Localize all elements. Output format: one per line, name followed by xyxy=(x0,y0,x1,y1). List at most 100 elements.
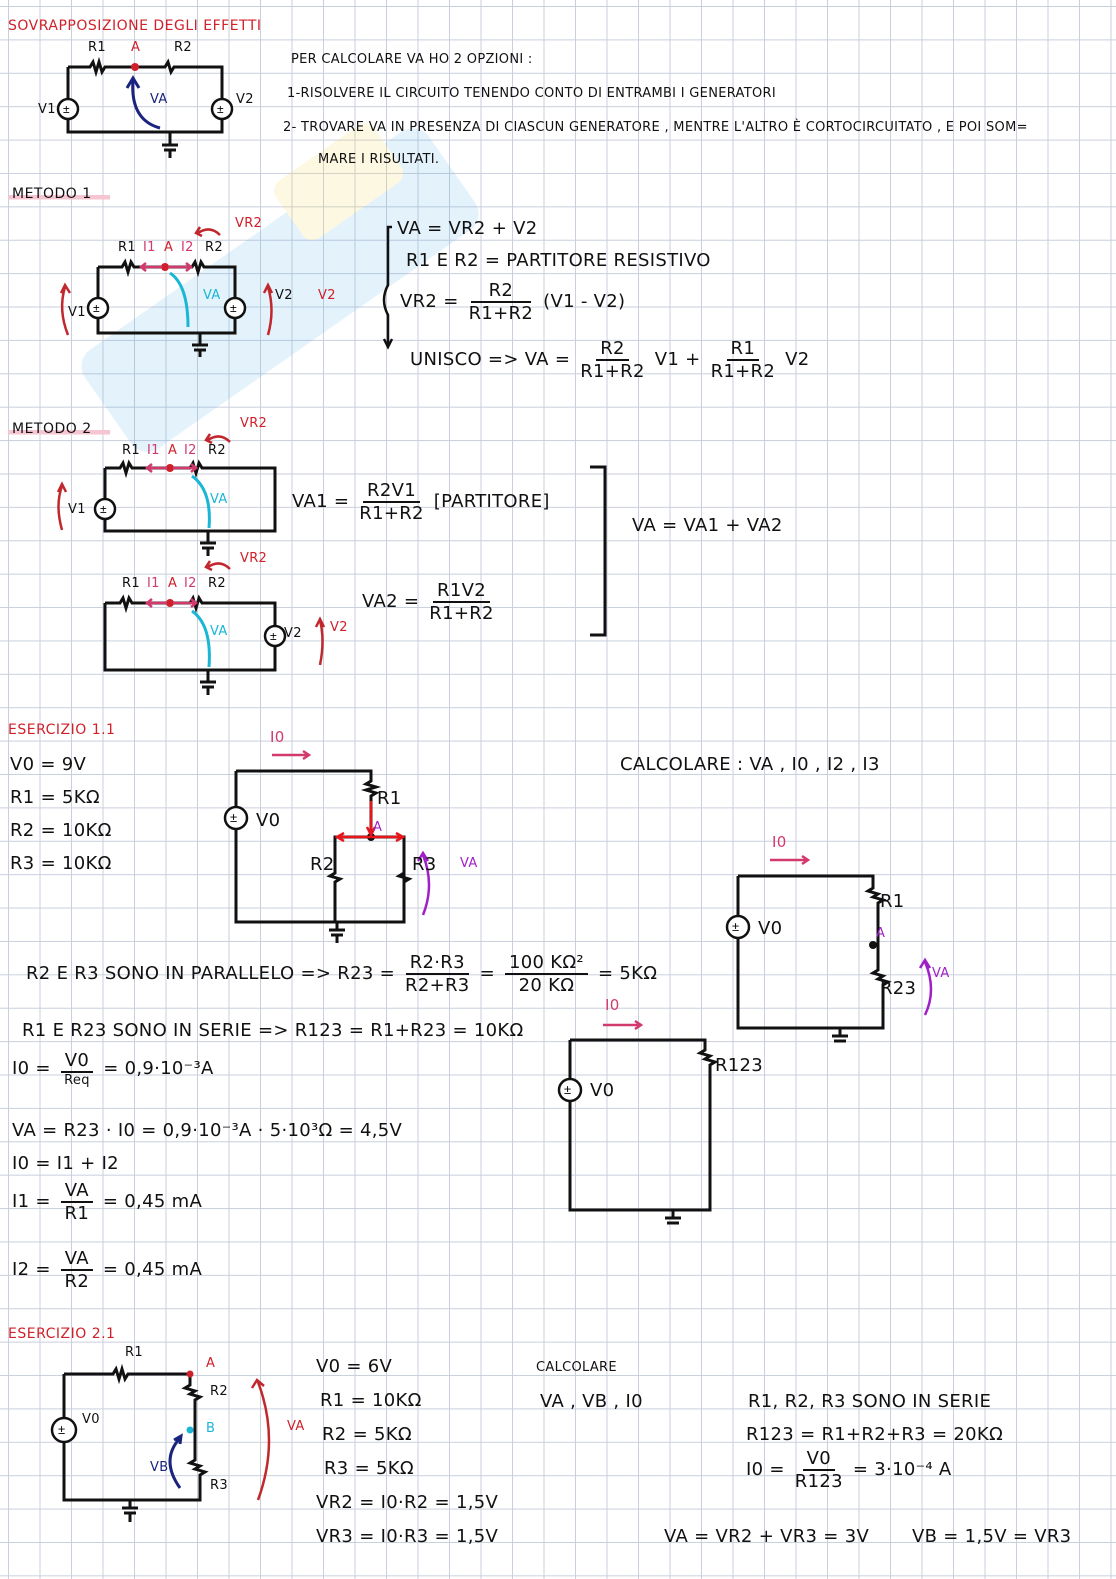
svg-text:±: ± xyxy=(217,102,224,116)
e2-series: R1, R2, R3 SONO IN SERIE xyxy=(748,1391,992,1412)
label-va: VA xyxy=(150,92,168,107)
va-arrow-icon xyxy=(169,271,190,328)
e1c-label-i0: I0 xyxy=(605,996,620,1014)
m2b-arrow-v2-label: V2 xyxy=(330,620,348,635)
e2-label-r2: R2 xyxy=(210,1384,228,1399)
label-r2: R2 xyxy=(174,40,192,55)
m1-label-r2: R2 xyxy=(205,240,223,255)
e1-label-va: VA xyxy=(460,856,478,871)
e2-label-r3: R3 xyxy=(210,1478,228,1493)
label-r1: R1 xyxy=(88,40,106,55)
esercizio2-title: ESERCIZIO 2.1 xyxy=(8,1326,116,1342)
m2b-label-i1: I1 xyxy=(147,576,160,591)
svg-text:±: ± xyxy=(230,810,237,825)
m2b-label-a: A xyxy=(168,576,178,591)
e2-given-v0: V0 = 6V xyxy=(316,1356,393,1377)
m1-label-v2: V2 xyxy=(275,288,293,303)
m2b-label-va: VA xyxy=(210,624,228,639)
e2-label-v0: V0 xyxy=(82,1412,100,1427)
m1-eq3-rhs: (V1 - V2) xyxy=(543,291,626,312)
svg-text:±: ± xyxy=(93,301,100,315)
m2a-label-a: A xyxy=(168,443,178,458)
m1-label-vr2: VR2 xyxy=(235,216,263,231)
intro-circuit: ± ± xyxy=(56,56,234,158)
svg-text:±: ± xyxy=(58,1422,65,1437)
svg-text:±: ± xyxy=(63,102,70,116)
m1-eq3: VR2 = R2 R1+R2 (V1 - V2) xyxy=(400,280,625,324)
intro-line-4: MARE I RISULTATI. xyxy=(318,152,440,167)
e1b-label-a: A xyxy=(876,926,886,941)
svg-text:±: ± xyxy=(732,919,739,934)
m1-label-a: A xyxy=(164,240,174,255)
e2-r123: R123 = R1+R2+R3 = 20KΩ xyxy=(746,1424,1004,1445)
m2a-label-va: VA xyxy=(210,492,228,507)
e1-given-r1: R1 = 5KΩ xyxy=(10,787,100,808)
e2-given-vr3: VR3 = I0·R3 = 1,5V xyxy=(316,1526,499,1547)
esercizio1-title: ESERCIZIO 1.1 xyxy=(8,722,116,738)
e1b-label-r23: R23 xyxy=(880,978,917,999)
metodo2-circuit-1: ± xyxy=(56,433,277,556)
m2-result: VA = VA1 + VA2 xyxy=(632,515,783,536)
m2b-label-v2: V2 xyxy=(284,626,302,641)
m2b-label-vr2: VR2 xyxy=(240,551,268,566)
m1-arrow-v2-label: V2 xyxy=(318,288,336,303)
e1c-label-r123: R123 xyxy=(715,1055,764,1076)
svg-text:±: ± xyxy=(564,1082,571,1097)
e2-label-b: B xyxy=(206,1421,216,1436)
m1-label-i2: I2 xyxy=(181,240,194,255)
e1-label-r3: R3 xyxy=(412,854,437,875)
e1-given-r3: R3 = 10KΩ xyxy=(10,853,112,874)
e1-given-r2: R2 = 10KΩ xyxy=(10,820,112,841)
node-a-icon xyxy=(131,63,139,71)
e2-va-result: VA = VR2 + VR3 = 3V xyxy=(664,1526,870,1547)
m2-bracket xyxy=(590,465,607,637)
e1b-label-r1: R1 xyxy=(880,891,905,912)
m2a-label-i2: I2 xyxy=(184,443,197,458)
e2-given-r2: R2 = 5KΩ xyxy=(322,1424,412,1445)
e2-given-r1: R1 = 10KΩ xyxy=(320,1390,422,1411)
m2b-label-r1: R1 xyxy=(122,576,140,591)
e1-label-i0: I0 xyxy=(270,728,285,746)
current-arrows-icon xyxy=(138,262,194,272)
e1b-label-v0: V0 xyxy=(758,918,783,939)
metodo1-brace xyxy=(382,225,394,350)
e2-label-r1: R1 xyxy=(125,1345,143,1360)
m1-label-i1: I1 xyxy=(143,240,156,255)
m1-eq2: R1 E R2 = PARTITORE RESISTIVO xyxy=(406,250,711,271)
metodo2-title: METODO 2 xyxy=(8,421,110,437)
m1-label-va: VA xyxy=(203,288,221,303)
e1c-label-v0: V0 xyxy=(590,1080,615,1101)
e1-kcl-eq: I0 = I1 + I2 xyxy=(12,1153,119,1174)
intro-line-2: 1-RISOLVERE IL CIRCUITO TENENDO CONTO DI… xyxy=(287,86,776,101)
source-v2-icon xyxy=(210,97,234,121)
page-title: SOVRAPPOSIZIONE DEGLI EFFETTI xyxy=(8,18,262,34)
m2b-label-i2: I2 xyxy=(184,576,197,591)
e2-calcolare: CALCOLARE xyxy=(536,1360,617,1375)
svg-text:±: ± xyxy=(100,502,107,516)
e1-va-eq: VA = R23 · I0 = 0,9·10⁻³A · 5·10³Ω = 4,5… xyxy=(12,1120,403,1141)
m2a-label-i1: I1 xyxy=(147,443,160,458)
e2-label-vb: VB xyxy=(150,1460,169,1475)
m2a-label-vr2: VR2 xyxy=(240,416,268,431)
metodo1-title: METODO 1 xyxy=(8,186,110,202)
m2a-label-r1: R1 xyxy=(122,443,140,458)
e2-label-a: A xyxy=(206,1356,216,1371)
m2a-label-r2: R2 xyxy=(208,443,226,458)
e1-label-r1: R1 xyxy=(377,788,402,809)
m1-label-v1: V1 xyxy=(68,305,86,320)
e1-parallel-eq: R2 E R3 SONO IN PARALLELO => R23 = R2·R3… xyxy=(26,952,658,996)
e1-circuit-main: ± xyxy=(223,749,431,943)
metodo1-circuit: ± ± xyxy=(59,226,274,357)
e2-given-vr2: VR2 = I0·R2 = 1,5V xyxy=(316,1492,499,1513)
m1-eq3-fraction: R2 R1+R2 xyxy=(468,280,534,324)
m1-label-r1: R1 xyxy=(118,240,136,255)
e2-vb-result: VB = 1,5V = VR3 xyxy=(912,1526,1072,1547)
current-split-arrows-icon xyxy=(334,801,406,843)
e1-label-v0: V0 xyxy=(256,810,281,831)
e1-label-r2: R2 xyxy=(310,854,335,875)
